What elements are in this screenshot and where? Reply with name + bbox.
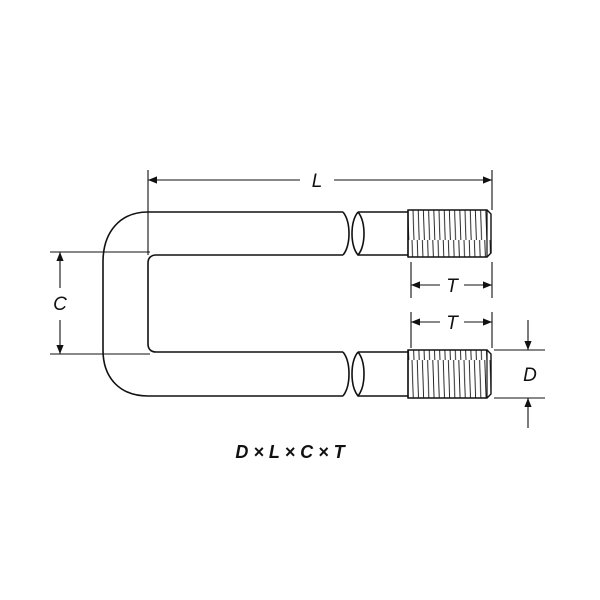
u-bolt-body xyxy=(102,211,408,397)
break-mark-upper-right xyxy=(351,211,365,256)
label-center: C xyxy=(53,294,67,315)
label-thread-upper: T xyxy=(446,276,459,297)
label-length: L xyxy=(312,171,323,192)
outer-outline xyxy=(102,211,343,397)
break-mark-upper-left xyxy=(342,211,350,256)
break-mark-lower-left xyxy=(342,351,350,397)
label-thread-lower: T xyxy=(446,313,459,334)
size-formula: D × L × C × T xyxy=(235,442,346,462)
break-mark-lower-right xyxy=(351,351,365,397)
thread-lower xyxy=(407,349,492,399)
label-diameter: D xyxy=(523,365,537,386)
inner-outline xyxy=(147,254,343,353)
thread-upper xyxy=(407,209,492,258)
extension-lines xyxy=(50,170,545,399)
